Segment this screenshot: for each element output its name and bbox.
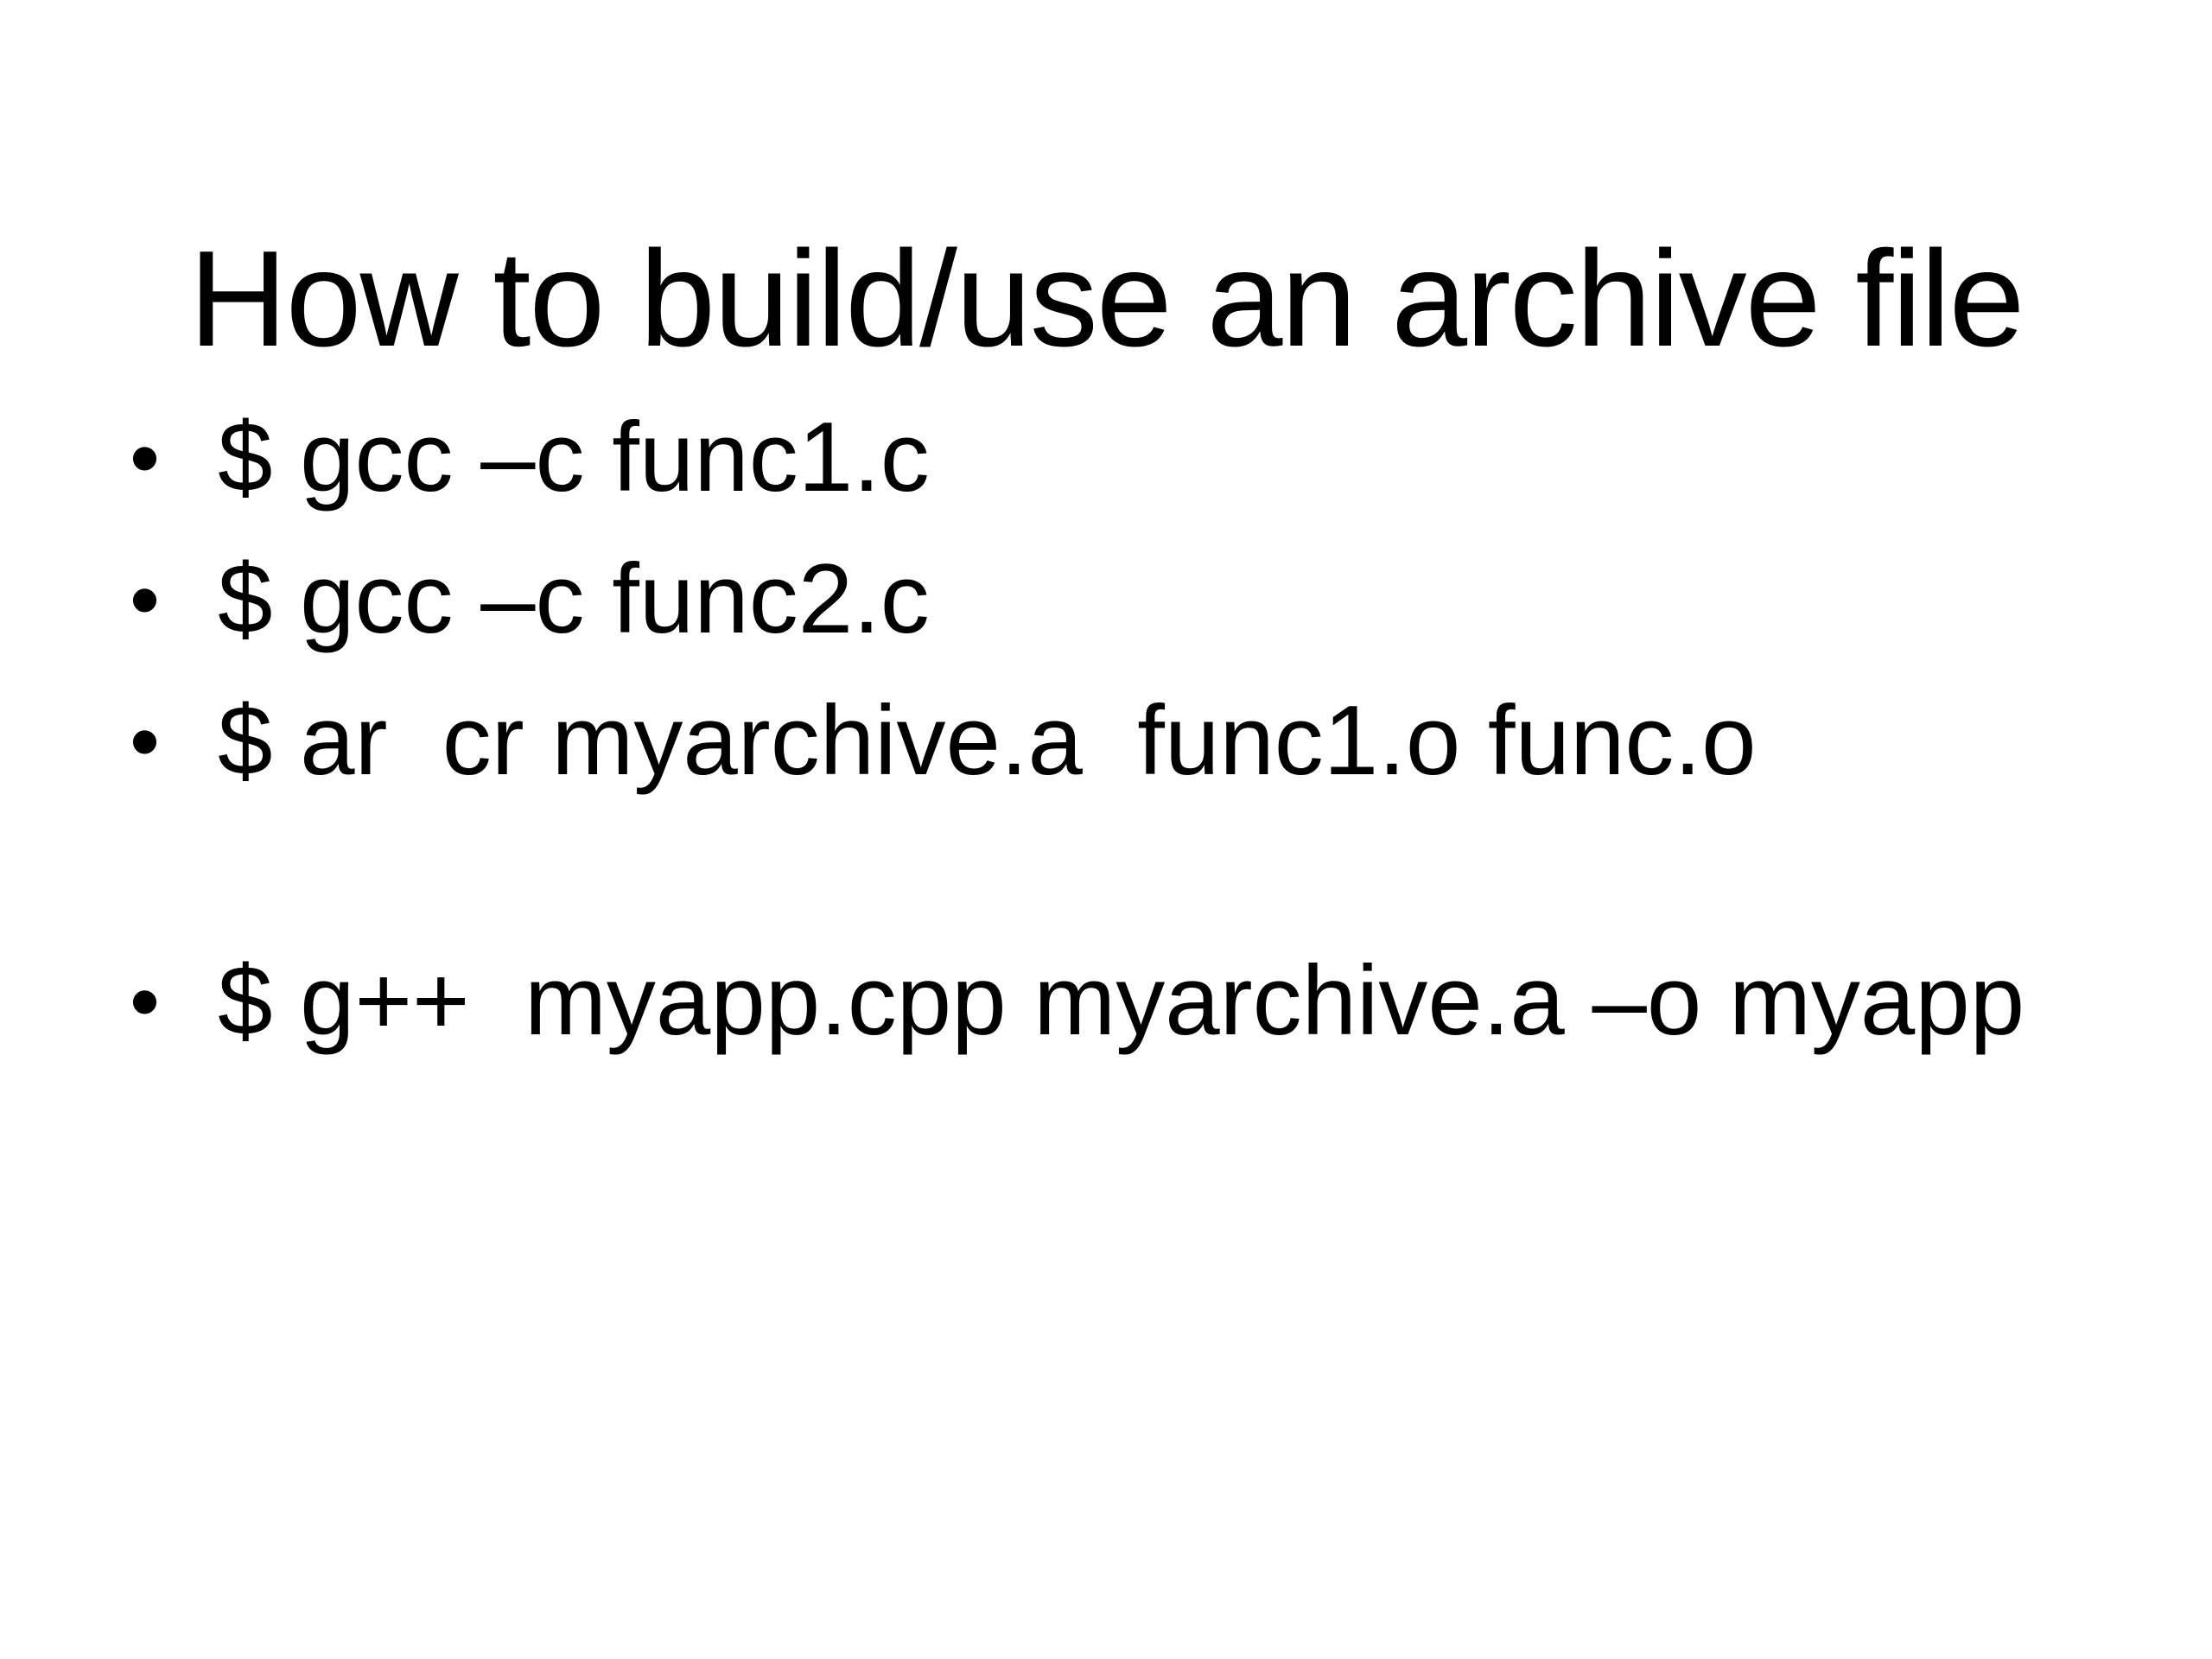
bullet-text-command-2: $ gcc –c func2.c <box>218 544 930 654</box>
slide-title: How to build/use an archive file <box>188 222 2025 375</box>
bullet-text-command-4: $ g++ myapp.cpp myarchive.a –o myapp <box>218 946 2025 1056</box>
bullet-item-1: • $ gcc –c func1.c <box>130 399 2143 518</box>
bullet-dot-icon: • <box>130 410 161 506</box>
bullet-item-4: • $ g++ myapp.cpp myarchive.a –o myapp <box>130 943 2143 1061</box>
bullet-list: • $ gcc –c func1.c • $ gcc –c func2.c • … <box>130 399 2143 1084</box>
bullet-dot-icon: • <box>130 953 161 1050</box>
bullet-dot-icon: • <box>130 551 161 648</box>
bullet-item-2: • $ gcc –c func2.c <box>130 541 2143 659</box>
bullet-text-command-3: $ ar cr myarchive.a func1.o func.o <box>218 686 1757 796</box>
bullet-item-3: • $ ar cr myarchive.a func1.o func.o <box>130 683 2143 801</box>
bullet-text-command-1: $ gcc –c func1.c <box>218 403 930 512</box>
bullet-dot-icon: • <box>130 693 161 790</box>
